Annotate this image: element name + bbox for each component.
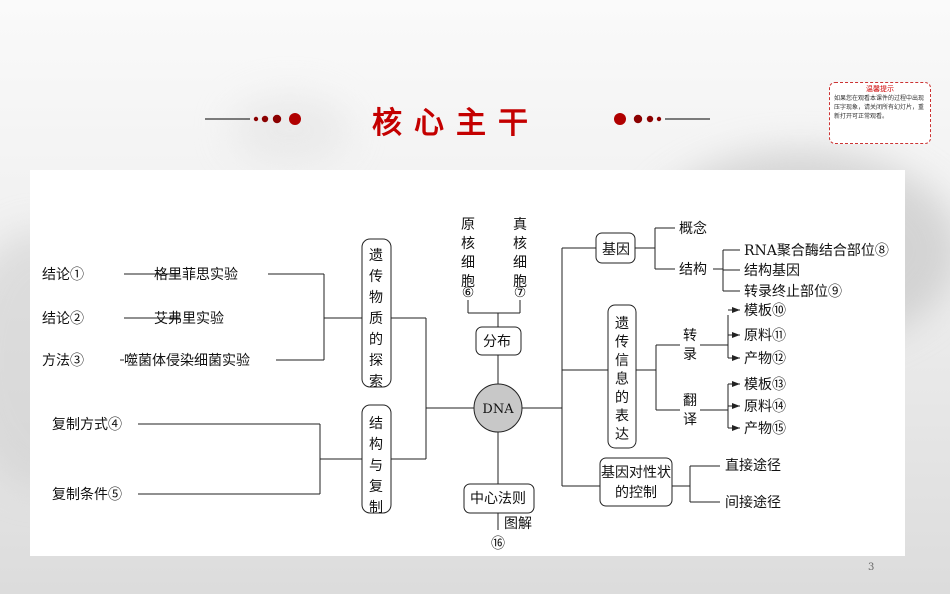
concept-map-panel: 结论① 格里菲思实验 结论② 艾弗里实验 方法③ 噬菌体侵染细菌实验 复制方式④… (30, 170, 905, 556)
eukaryote-label: 胞 (513, 274, 527, 290)
prokaryote-label: 细 (461, 255, 475, 271)
gene-item-1: RNA聚合酶结合部位⑧ (744, 243, 889, 259)
eukaryote-label: 细 (513, 255, 527, 271)
prokaryote-num: ⑥ (462, 285, 475, 301)
transl-item-3: 产物⑮ (744, 421, 786, 437)
control-box (599, 457, 673, 507)
distribution-label: 分布 (483, 334, 511, 350)
prokaryote-label: 原 (461, 217, 475, 233)
translation-label: 翻 (683, 393, 697, 409)
central-dogma-label: 中心法则 (470, 491, 526, 507)
explore-box-label: 的 (369, 332, 383, 348)
lotus-decoration (230, 95, 350, 165)
expression-box-label: 达 (615, 427, 629, 443)
expression-box-label: 的 (615, 390, 629, 406)
explore-label-2: 结论② (42, 311, 84, 327)
page-number: 3 (868, 562, 875, 573)
explore-label-1: 结论① (42, 267, 84, 283)
eukaryote-label: 核 (513, 236, 527, 252)
dna-node (473, 383, 523, 433)
control-box-label: 的控制 (615, 485, 657, 501)
expression-box-label: 传 (615, 335, 629, 351)
central-num: ⑯ (491, 536, 505, 552)
gene-item-3: 转录终止部位⑨ (744, 284, 842, 300)
gene-box (595, 232, 636, 264)
trans-item-1: 模板⑩ (744, 303, 786, 319)
control-item-2: 间接途径 (725, 494, 781, 511)
eukaryote-num: ⑦ (514, 285, 527, 301)
notice-text: 如果您在观看本课件的过程中出现压字现象，请关闭所有幻灯片，重新打开可正常观看。 (834, 95, 925, 120)
transcription-label: 转 (683, 328, 697, 344)
expression-box (607, 304, 637, 449)
structure-box-label: 复 (369, 478, 383, 495)
concept-map: 结论① 格里菲思实验 结论② 艾弗里实验 方法③ 噬菌体侵染细菌实验 复制方式④… (42, 217, 889, 552)
transl-item-1: 模板⑬ (744, 377, 786, 393)
structure-box-label: 构 (369, 437, 383, 453)
expression-box-label: 信 (615, 353, 629, 369)
structure-box-label: 与 (369, 458, 383, 474)
gene-structure: 结构 (679, 262, 707, 278)
distribution-box (475, 326, 522, 356)
explore-box (361, 238, 392, 388)
gene-label: 基因 (602, 241, 630, 258)
explore-exp-2: 艾弗里实验 (154, 311, 224, 327)
translation-label: 译 (683, 412, 697, 428)
central-dogma-box (463, 483, 535, 514)
expression-box-label: 遗 (615, 316, 629, 332)
explore-box-label: 传 (369, 269, 383, 285)
struct-item-1: 复制方式④ (52, 416, 122, 433)
page-title: 核心主干 (372, 106, 540, 141)
explore-box-label: 遗 (369, 248, 383, 264)
struct-item-2: 复制条件⑤ (52, 486, 122, 503)
gene-concept: 概念 (679, 220, 707, 237)
notice-title: 温馨提示 (866, 85, 894, 93)
structure-box-label: 结 (369, 416, 383, 432)
trans-item-2: 原料⑪ (744, 328, 786, 344)
prokaryote-label: 胞 (461, 274, 475, 290)
explore-exp-3: 噬菌体侵染细菌实验 (124, 352, 250, 369)
structure-box-label: 制 (369, 500, 383, 516)
central-sub: 图解 (504, 516, 532, 532)
gene-item-2: 结构基因 (744, 262, 800, 279)
trans-item-3: 产物⑫ (744, 351, 786, 367)
explore-box-label: 物 (369, 290, 383, 306)
control-box-label: 基因对性状 (601, 464, 671, 481)
explore-box-label: 质 (369, 311, 383, 327)
explore-box-label: 探 (369, 353, 383, 369)
structure-replication-box (361, 404, 392, 514)
transl-item-2: 原料⑭ (744, 399, 786, 415)
header-decoration (205, 113, 710, 125)
explore-box-label: 索 (369, 373, 383, 390)
transcription-label: 录 (683, 347, 697, 363)
prokaryote-label: 核 (461, 236, 475, 252)
explore-exp-1: 格里菲思实验 (154, 267, 238, 283)
eukaryote-label: 真 (513, 217, 527, 233)
control-item-1: 直接途径 (725, 457, 781, 474)
dna-label: DNA (482, 402, 514, 417)
expression-box-label: 息 (615, 371, 629, 388)
expression-box-label: 表 (615, 409, 629, 425)
notice-box: 温馨提示 如果您在观看本课件的过程中出现压字现象，请关闭所有幻灯片，重新打开可正… (829, 82, 931, 144)
explore-label-3: 方法③ (42, 353, 84, 369)
